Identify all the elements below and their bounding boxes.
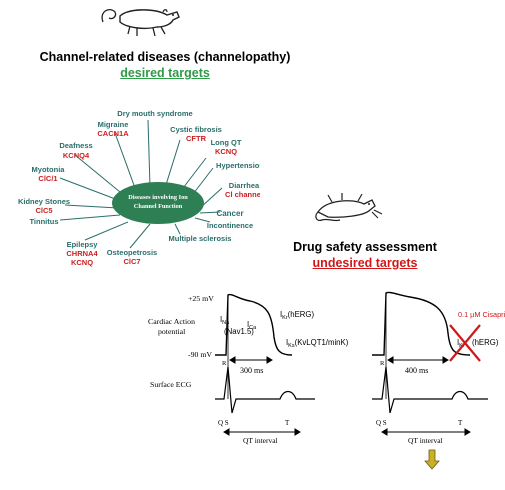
duration-normal: 300 ms: [240, 366, 263, 375]
spoke: [114, 132, 136, 189]
ica-label: ICa: [247, 320, 257, 331]
action-potential-drug: [372, 291, 471, 356]
spoke: [174, 223, 181, 235]
disease-name: Diarrhea: [229, 181, 260, 190]
qs-label: Q S: [376, 419, 387, 427]
voltage-bottom-label: -90 mV: [188, 350, 212, 359]
r-label: R: [380, 360, 385, 367]
ina-label: INa: [220, 315, 230, 326]
voltage-top-label: +25 mV: [188, 294, 214, 303]
disease-name: Dry mouth syndrome: [117, 109, 192, 118]
spoke: [194, 217, 211, 223]
arrowhead: [229, 356, 236, 364]
gene-label: ClC7: [123, 257, 140, 266]
arrowhead: [381, 428, 388, 436]
disease-name: Incontinence: [207, 221, 253, 230]
action-potential-normal: [215, 293, 293, 356]
spoke: [64, 204, 119, 209]
ecg-trace-normal: [215, 366, 315, 414]
disease-name: Deafness: [59, 141, 92, 150]
spoke: [59, 177, 119, 201]
spoke: [147, 119, 151, 188]
drug-safety-title: Drug safety assessment: [293, 240, 437, 254]
rat-icon: [315, 193, 383, 222]
gene-label: KCNQ4: [63, 151, 90, 160]
qt-interval-label: QT interval: [243, 436, 278, 445]
ecg-trace-drug: [372, 366, 488, 414]
cisapride-label: 0.1 µM Cisapride: [458, 310, 505, 319]
ikr-label: IKr(hERG): [280, 310, 315, 321]
desired-targets-label: desired targets: [120, 66, 210, 80]
disease-name: Migraine: [98, 120, 129, 129]
spoke: [129, 223, 151, 249]
gene-label: KCNQ: [215, 147, 237, 156]
center-ellipse: [112, 182, 204, 224]
gene-label: CFTR: [186, 134, 207, 143]
spoke: [164, 139, 181, 189]
surface-ecg-label: Surface ECG: [150, 380, 192, 389]
disease-name: Tinnitus: [29, 217, 58, 226]
t-label: T: [285, 419, 290, 427]
arrowhead: [442, 356, 449, 364]
arrowhead: [387, 356, 394, 364]
gene-label: ClC5: [35, 206, 52, 215]
channelopathy-title: Channel-related diseases (channelopathy): [39, 50, 291, 64]
arrowhead: [223, 428, 230, 436]
r-label: R: [222, 360, 227, 367]
duration-drug: 400 ms: [405, 366, 428, 375]
disease-name: Myotonia: [32, 165, 66, 174]
ecg-panel: +25 mV -90 mV Cardiac Action potential S…: [148, 291, 505, 470]
disease-diagram: Diseases involving Ion Channel Function …: [18, 109, 260, 267]
spoke: [84, 221, 129, 241]
gene-label: CACN1A: [97, 129, 129, 138]
spoke: [59, 214, 121, 221]
qs-label: Q S: [218, 419, 229, 427]
gene-label: CHRNA4: [66, 249, 98, 258]
nav-label: (Nav1.5): [224, 327, 254, 336]
gene-label: Cl channel: [225, 190, 260, 199]
t-label: T: [458, 419, 463, 427]
down-arrow-icon: [424, 449, 440, 470]
disease-name: Multiple sclerosis: [169, 234, 232, 243]
block-x-icon: [449, 324, 481, 362]
disease-name: Epilepsy: [67, 240, 99, 249]
disease-name: Long QT: [211, 138, 242, 147]
iks-label: IKs(KvLQT1/minK): [286, 338, 349, 349]
disease-name: Kidney Stones: [18, 197, 70, 206]
spoke: [74, 154, 121, 193]
center-label: Diseases involving Ion: [128, 194, 188, 201]
arrowhead: [266, 356, 273, 364]
qt-interval-label: QT interval: [408, 436, 443, 445]
arrowhead: [294, 428, 301, 436]
spoke: [199, 211, 221, 214]
disease-name: Osteopetrosis: [107, 248, 157, 257]
cardiac-label: Cardiac Action: [148, 317, 195, 326]
rat-icon: [101, 8, 180, 37]
gene-label: ClC/1: [38, 174, 57, 183]
arrowhead: [464, 428, 471, 436]
disease-name: Cancer: [216, 209, 243, 218]
undesired-targets-label: undesired targets: [312, 256, 418, 270]
herg-right-label: (hERG): [472, 338, 499, 347]
disease-name: Cystic fibrosis: [170, 125, 222, 134]
gene-label: KCNQ: [71, 258, 93, 267]
cardiac-label: potential: [158, 327, 186, 336]
center-label: Channel Function: [134, 203, 183, 210]
disease-name: Hypertension: [216, 161, 260, 170]
